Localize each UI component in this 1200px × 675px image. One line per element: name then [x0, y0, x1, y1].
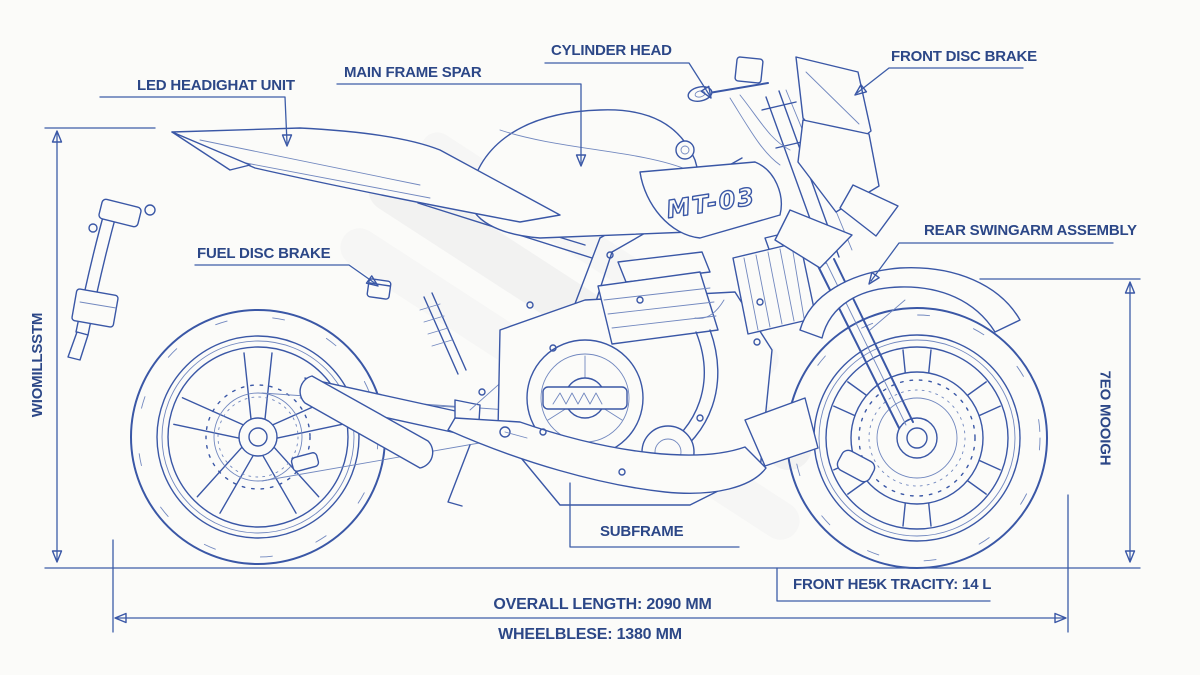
- front-wheel: [786, 307, 1048, 569]
- bolt-details: [366, 251, 764, 476]
- tail-fender: [67, 198, 156, 361]
- headlight-cowl: [774, 56, 899, 269]
- rear-wheel: [130, 309, 386, 565]
- label-subframe: SUBFRAME: [600, 523, 684, 540]
- label-fuel-disc: FUEL DISC BRAKE: [197, 245, 331, 262]
- label-tank-capacity: FRONT HE5K TRACITY: 14 L: [793, 576, 992, 593]
- label-overall-length: OVERALL LENGTH: 2090 MM: [493, 596, 712, 613]
- rear-shock: [419, 292, 467, 375]
- label-cylinder-head: CYLINDER HEAD: [551, 42, 672, 59]
- front-fender: [799, 267, 1021, 339]
- motorcycle-drawing: MT-03: [67, 56, 1048, 569]
- dimension-lines: [44, 127, 1141, 633]
- label-front-disc: FRONT DISC BRAKE: [891, 48, 1037, 65]
- belly-pan: [447, 397, 819, 507]
- tank-shroud: MT-03: [639, 161, 782, 239]
- seat-tail: [171, 127, 561, 223]
- label-right-vertical-dim: 7EO MOOIGH: [1096, 370, 1114, 466]
- handlebar: [687, 56, 791, 166]
- label-led-headlight: LED HEADIGHAT UNIT: [137, 77, 295, 94]
- label-wheelbase: WHEELBLESE: 1380 MM: [498, 626, 682, 643]
- callout-leaders: [99, 62, 1114, 602]
- label-left-vertical-dim: WIOMILLSSTM: [28, 312, 46, 418]
- label-main-frame: MAIN FRAME SPAR: [344, 64, 482, 81]
- label-rear-swingarm: REAR SWINGARM ASSEMBLY: [924, 222, 1137, 239]
